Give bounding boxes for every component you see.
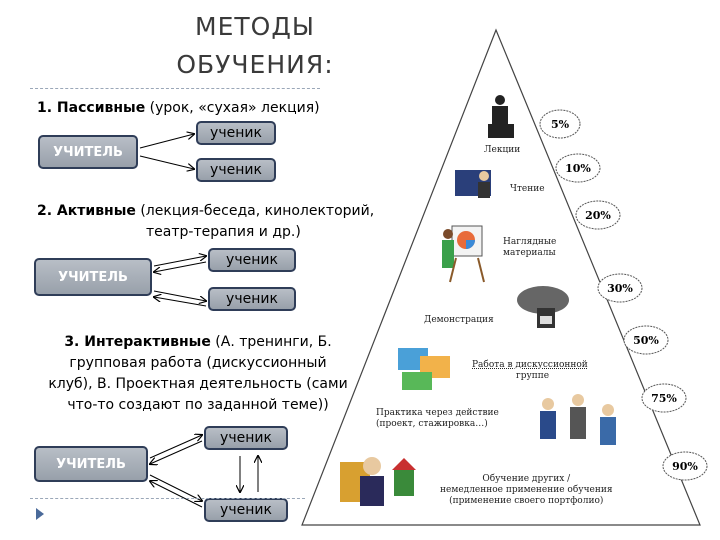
title-line-2: ОБУЧЕНИЯ: — [176, 50, 334, 79]
bubble-50-shape — [623, 325, 669, 355]
pyramid-label-group: Работа в дискуссионной группе — [472, 360, 588, 382]
bubble-20: 20% — [585, 208, 611, 222]
bubble-90: 90% — [672, 459, 698, 473]
pyramid-label-group-2: группе — [516, 371, 550, 381]
section-3-subtitle: (А. тренинги, Б. — [210, 334, 332, 350]
section-2-title: 2. Активные — [37, 203, 136, 219]
pyramid-label-teaching-3: (применение своего портфолио) — [449, 496, 604, 506]
reading-illustration — [455, 170, 491, 198]
arrow-3a-in — [150, 440, 203, 464]
demonstration-illustration — [517, 286, 569, 328]
pyramid-label-reading: Чтение — [510, 184, 545, 194]
arrow-2b-in — [154, 297, 207, 307]
pyramid-label-visual-1: Наглядные — [503, 237, 557, 247]
bubble-5: 5% — [550, 117, 570, 131]
arrow-3b-in — [150, 481, 203, 508]
group-discussion-illustration — [398, 348, 450, 390]
slide-marker-icon — [36, 508, 44, 520]
section-2-teacher-box: УЧИТЕЛЬ — [34, 258, 152, 296]
arrow-2b-out — [153, 290, 206, 301]
pyramid-label-demo: Демонстрация — [424, 315, 494, 325]
bubble-30-shape — [597, 273, 643, 303]
pyramid-label-practice-2: (проект, стажировка…) — [376, 419, 488, 429]
section-1-teacher-box: УЧИТЕЛЬ — [38, 135, 138, 169]
section-1-student-b: ученик — [196, 158, 276, 182]
section-2-heading-line2: театр-терапия и др.) — [146, 224, 301, 240]
section-1-heading: 1. Пассивные (урок, «сухая» лекция) — [37, 98, 320, 118]
bubble-10: 10% — [565, 161, 591, 175]
divider-top — [30, 88, 320, 89]
teaching-others-illustration — [340, 457, 416, 506]
pyramid-outline — [301, 28, 701, 526]
arrow-1a — [139, 134, 194, 149]
section-2-student-a: ученик — [208, 248, 296, 272]
pyramid-label-lectures: Лекции — [484, 145, 521, 155]
section-3-line-3: клуб), В. Проектная деятельность (сами — [48, 376, 348, 392]
pyramid-label-visual: Наглядные материалы — [503, 237, 556, 259]
pyramid-label-teaching-2: немедленное применение обучения — [440, 485, 613, 495]
arrow-1b — [139, 155, 194, 169]
bubble-5-shape — [539, 109, 581, 139]
section-3-line-4: что-то создают по заданной теме)) — [67, 397, 329, 413]
arrow-3a-out — [149, 435, 202, 459]
section-3-line-1: 3. Интерактивные (А. тренинги, Б. — [28, 332, 368, 353]
bubble-30: 30% — [607, 281, 633, 295]
title-line-1: МЕТОДЫ — [195, 12, 315, 41]
section-3-line-2: групповая работа (дискуссионный — [69, 355, 327, 371]
section-2-heading: 2. Активные (лекция-беседа, кинолекторий… — [37, 201, 374, 221]
lecturer-illustration — [488, 95, 514, 138]
visual-materials-illustration — [442, 225, 485, 283]
pyramid-label-visual-2: материалы — [503, 248, 556, 258]
section-1-title: 1. Пассивные — [37, 100, 146, 116]
bubble-75: 75% — [651, 391, 677, 405]
arrow-2a-out — [153, 256, 206, 267]
bubble-50: 50% — [633, 333, 659, 347]
section-3-heading: 3. Интерактивные (А. тренинги, Б. группо… — [28, 332, 368, 416]
pyramid-label-group-1: Работа в дискуссионной — [472, 360, 588, 370]
pyramid-label-teaching: Обучение других / немедленное применение… — [440, 474, 613, 507]
section-3-student-a: ученик — [204, 426, 288, 450]
section-3-teacher-box: УЧИТЕЛЬ — [34, 446, 148, 482]
pyramid-label-practice-1: Практика через действие — [376, 408, 499, 418]
arrow-2a-in — [154, 261, 207, 272]
section-2-subtitle: (лекция-беседа, кинолекторий, — [135, 203, 375, 219]
section-2-student-b: ученик — [208, 287, 296, 311]
arrow-3b-out — [149, 474, 202, 501]
practice-illustration — [540, 394, 616, 445]
bubble-90-shape — [662, 451, 708, 481]
pyramid-label-teaching-1: Обучение других / — [482, 474, 571, 484]
pyramid-label-practice: Практика через действие (проект, стажиро… — [376, 408, 499, 430]
bubble-10-shape — [555, 153, 601, 183]
bubble-75-shape — [641, 383, 687, 413]
page-title: МЕТОДЫ ОБУЧЕНИЯ: — [150, 8, 360, 84]
bubble-20-shape — [575, 200, 621, 230]
divider-bottom — [30, 498, 305, 499]
section-3-title: 3. Интерактивные — [64, 334, 211, 350]
section-1-student-a: ученик — [196, 121, 276, 145]
section-3-student-b: ученик — [204, 498, 288, 522]
section-1-subtitle: (урок, «сухая» лекция) — [145, 100, 320, 116]
